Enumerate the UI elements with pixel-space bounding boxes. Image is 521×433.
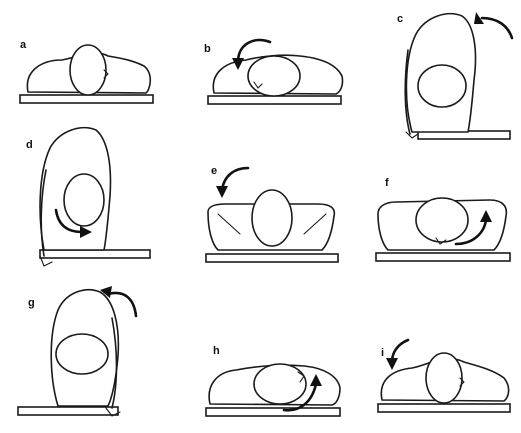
panel-label-g: g	[28, 297, 35, 309]
panel-label-i: i	[381, 347, 384, 359]
panel-f: f	[376, 177, 510, 261]
head-e	[252, 190, 292, 246]
head-i	[426, 353, 462, 403]
head-d	[64, 174, 104, 226]
panel-i: i	[378, 340, 510, 412]
panel-label-f: f	[385, 177, 389, 189]
panel-h: h	[206, 345, 340, 416]
hand-c	[406, 132, 418, 138]
head-b	[248, 56, 300, 96]
table-h	[206, 408, 340, 416]
table-i	[378, 404, 510, 412]
panel-g: g	[18, 286, 136, 416]
table-f	[376, 253, 510, 261]
arrowhead-e	[216, 186, 228, 198]
head-f	[416, 198, 468, 242]
arrowhead-i	[386, 358, 398, 370]
table-e	[206, 254, 338, 262]
panel-label-e: e	[211, 165, 217, 177]
panel-label-h: h	[213, 345, 220, 357]
panel-label-d: d	[26, 139, 33, 151]
panel-b: b	[204, 40, 343, 104]
head-h	[254, 364, 306, 404]
head-g	[56, 334, 108, 374]
panel-label-c: c	[397, 13, 403, 25]
head-c	[418, 65, 466, 107]
table-a	[20, 95, 153, 103]
table-d	[40, 250, 150, 258]
head-a	[70, 45, 106, 95]
rotation-arrow-c	[482, 18, 512, 38]
panel-e: e	[206, 165, 338, 262]
table-g	[18, 407, 118, 415]
panel-c: c	[397, 12, 512, 139]
table-b	[208, 96, 341, 104]
panel-d: d	[26, 128, 150, 266]
panel-label-a: a	[20, 39, 27, 51]
panel-label-b: b	[204, 43, 211, 55]
panel-a: a	[20, 39, 153, 103]
